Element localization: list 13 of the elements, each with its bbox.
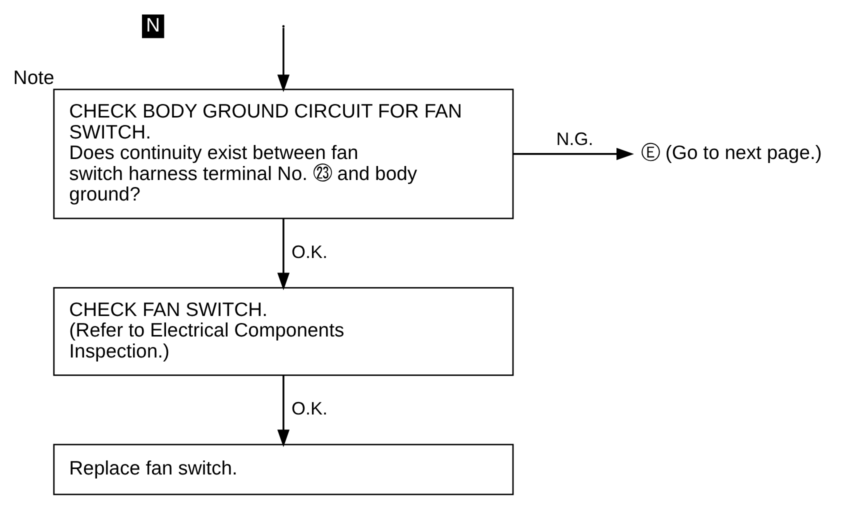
edge-label: N.G. <box>556 128 594 148</box>
node-box: Replace fan switch. <box>53 443 514 495</box>
label: N <box>146 14 160 36</box>
node-text: Ⓔ (Go to next page.) <box>641 142 822 164</box>
edge-label: O.K. <box>292 241 328 262</box>
arrow <box>277 374 290 447</box>
arrow <box>277 27 290 92</box>
arrow <box>277 218 290 290</box>
node-label: Note <box>13 66 54 89</box>
node-box: CHECK FAN SWITCH. (Refer to Electrical Components Inspection.) <box>53 286 514 376</box>
arrow <box>513 147 634 160</box>
edge-label: O.K. <box>292 398 328 418</box>
node-box: CHECK BODY GROUND CIRCUIT FOR FAN SWITCH. Does continuity exist between fan switch harness terminal No. ㉓ and body ground? <box>53 88 514 219</box>
